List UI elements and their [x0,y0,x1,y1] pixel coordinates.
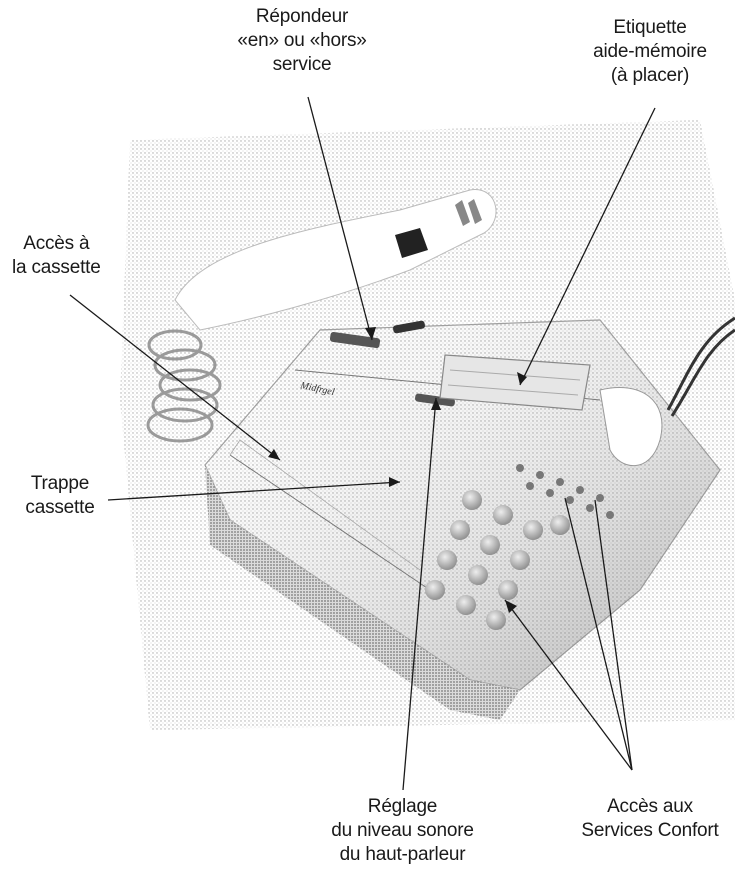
label-acces-cassette: Accès à la cassette [12,233,101,278]
coiled-cord [146,329,222,443]
leader-lines [69,96,656,791]
service-buttons [516,464,614,519]
leader-arrowheads [268,327,527,613]
handset [174,189,497,331]
label-trappe-cassette: Trappe cassette [25,473,95,518]
handset-earpiece-mark [395,228,428,258]
label-reglage-volume: Réglage du niveau sonore du haut-parleur [331,796,474,865]
base-unit: Midfrgel [204,319,721,720]
memo-label-plate [439,354,591,411]
label-repondeur: Répondeur «en» ou «hors» service [237,6,367,75]
volume-slider [415,393,455,407]
on-off-switch [329,331,381,349]
power-cord [666,316,735,417]
keypad [425,490,570,630]
label-acces-services: Accès aux Services Confort [581,796,719,841]
label-etiquette: Etiquette aide-mémoire (à placer) [593,17,707,86]
